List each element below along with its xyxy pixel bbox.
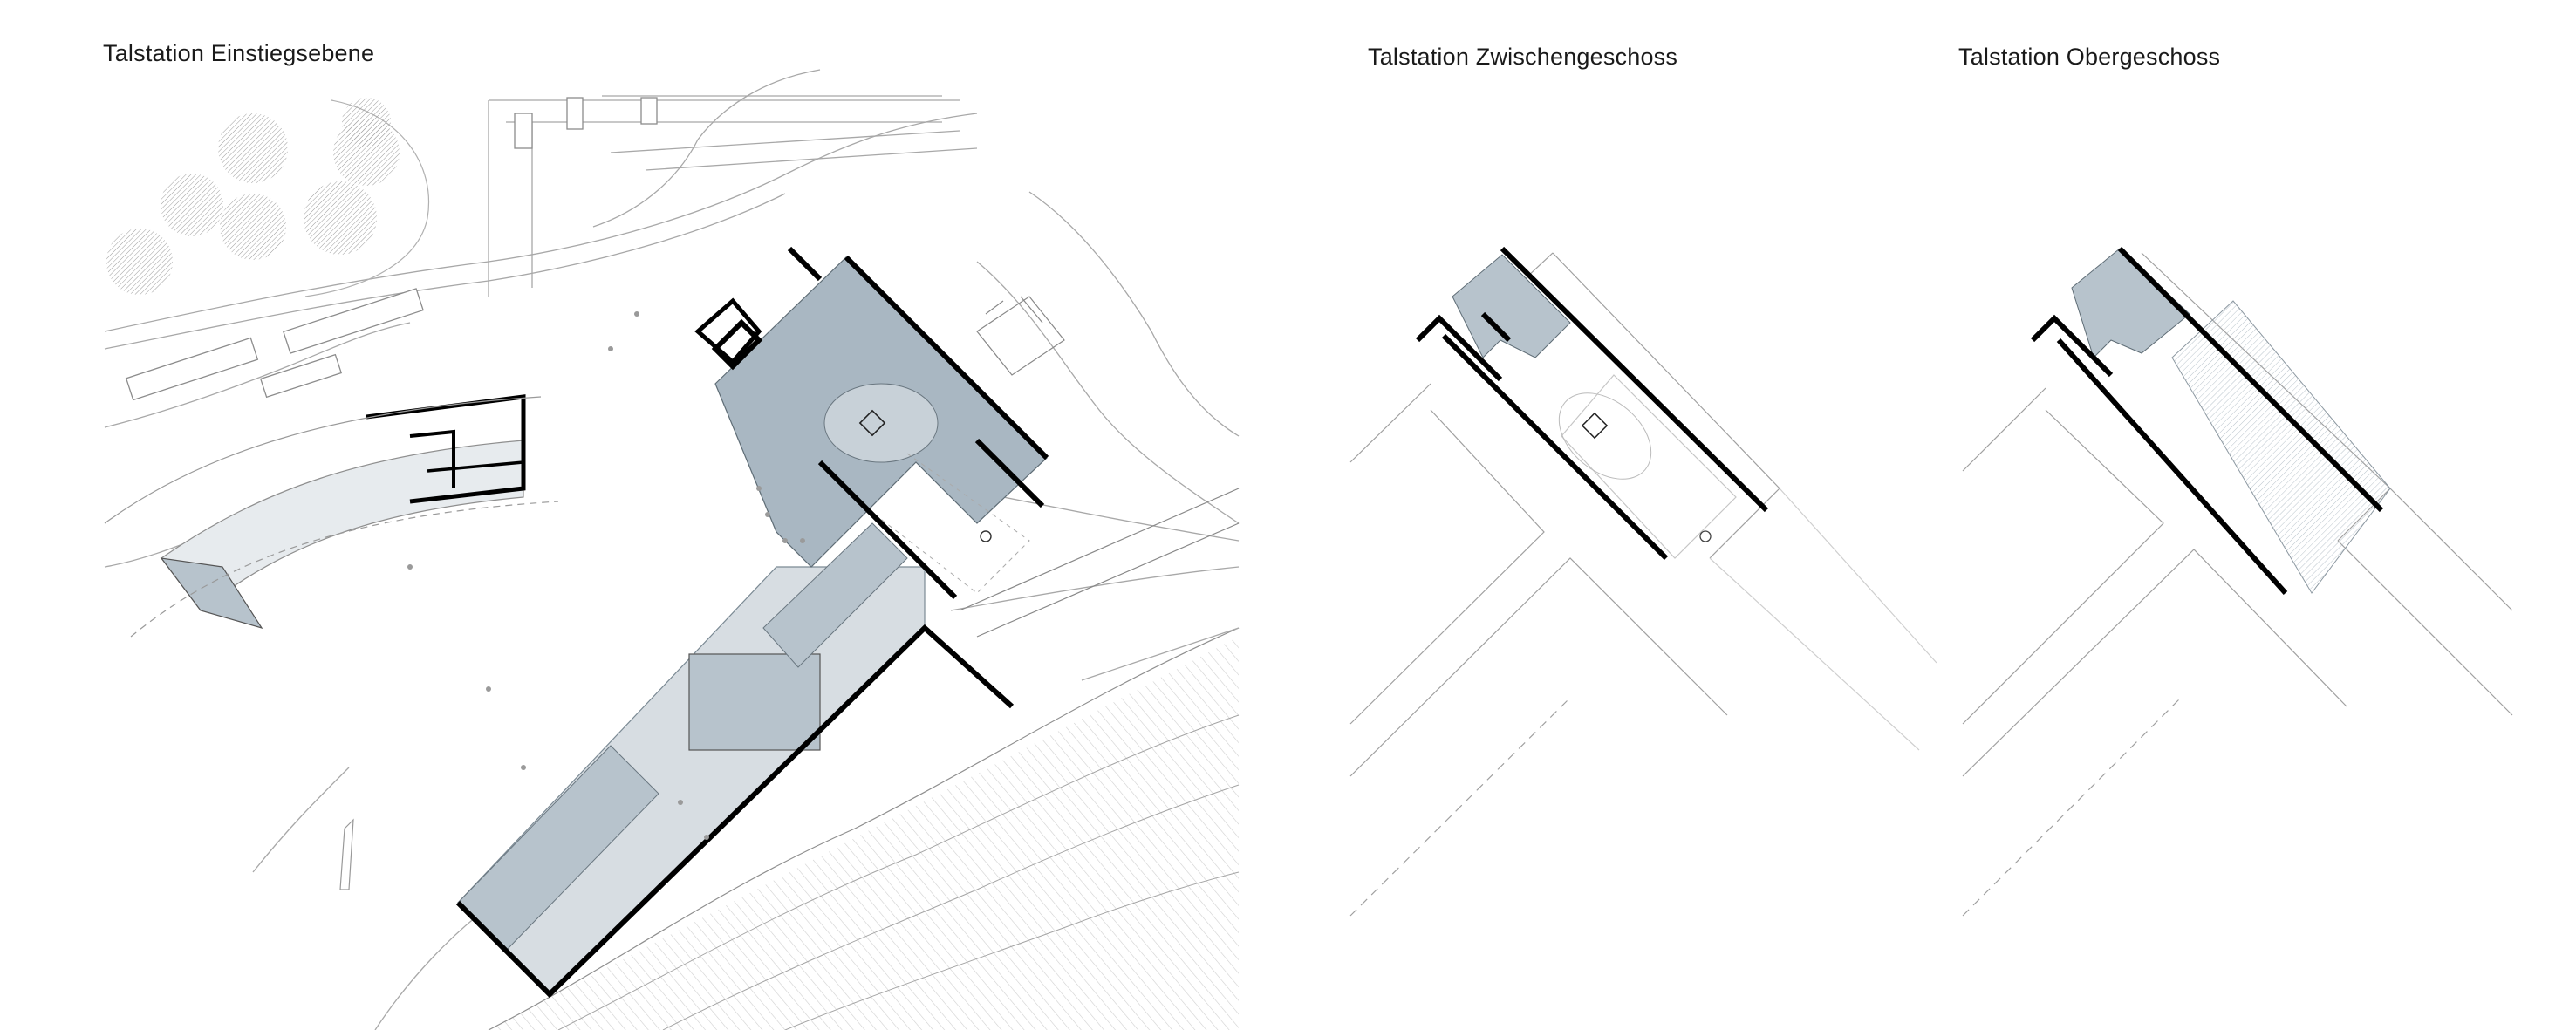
landscape-markers: [407, 311, 805, 840]
plan-title-einstiegsebene: Talstation Einstiegsebene: [103, 40, 375, 66]
plan-einstiegsebene: [104, 69, 1240, 1030]
terrain-slope: [489, 637, 1239, 1030]
walls-zwischengeschoss: [1415, 246, 1769, 561]
zwischengeschoss-room-fill: [1452, 254, 1571, 358]
wall-long-wing: [455, 624, 1015, 999]
plan-title-zwischengeschoss: Talstation Zwischengeschoss: [1368, 44, 1678, 70]
wall-top-block: [711, 246, 1049, 600]
walls-obergeschoss: [2030, 246, 2384, 596]
plan-obergeschoss: [1962, 246, 2513, 917]
obergeschoss-hall-fill: [2171, 300, 2391, 594]
tree-group: [106, 98, 400, 295]
plan-title-obergeschoss: Talstation Obergeschoss: [1958, 44, 2221, 70]
plan-zwischengeschoss: [1349, 246, 1937, 917]
